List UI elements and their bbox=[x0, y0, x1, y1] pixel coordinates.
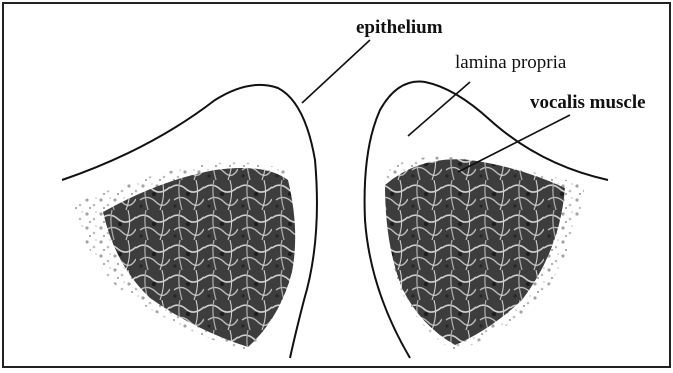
right-vocalis-muscle bbox=[385, 159, 565, 345]
label-lamina-propria: lamina propria bbox=[455, 52, 567, 73]
label-vocalis-muscle: vocalis muscle bbox=[530, 92, 646, 113]
label-epithelium: epithelium bbox=[356, 17, 443, 38]
left-vocal-fold bbox=[62, 85, 317, 358]
epithelium-leader-line bbox=[302, 40, 370, 103]
lamina-propria-leader-line bbox=[408, 82, 470, 136]
vocalis-muscle-leader-line bbox=[458, 115, 570, 172]
right-vocal-fold bbox=[365, 82, 608, 358]
